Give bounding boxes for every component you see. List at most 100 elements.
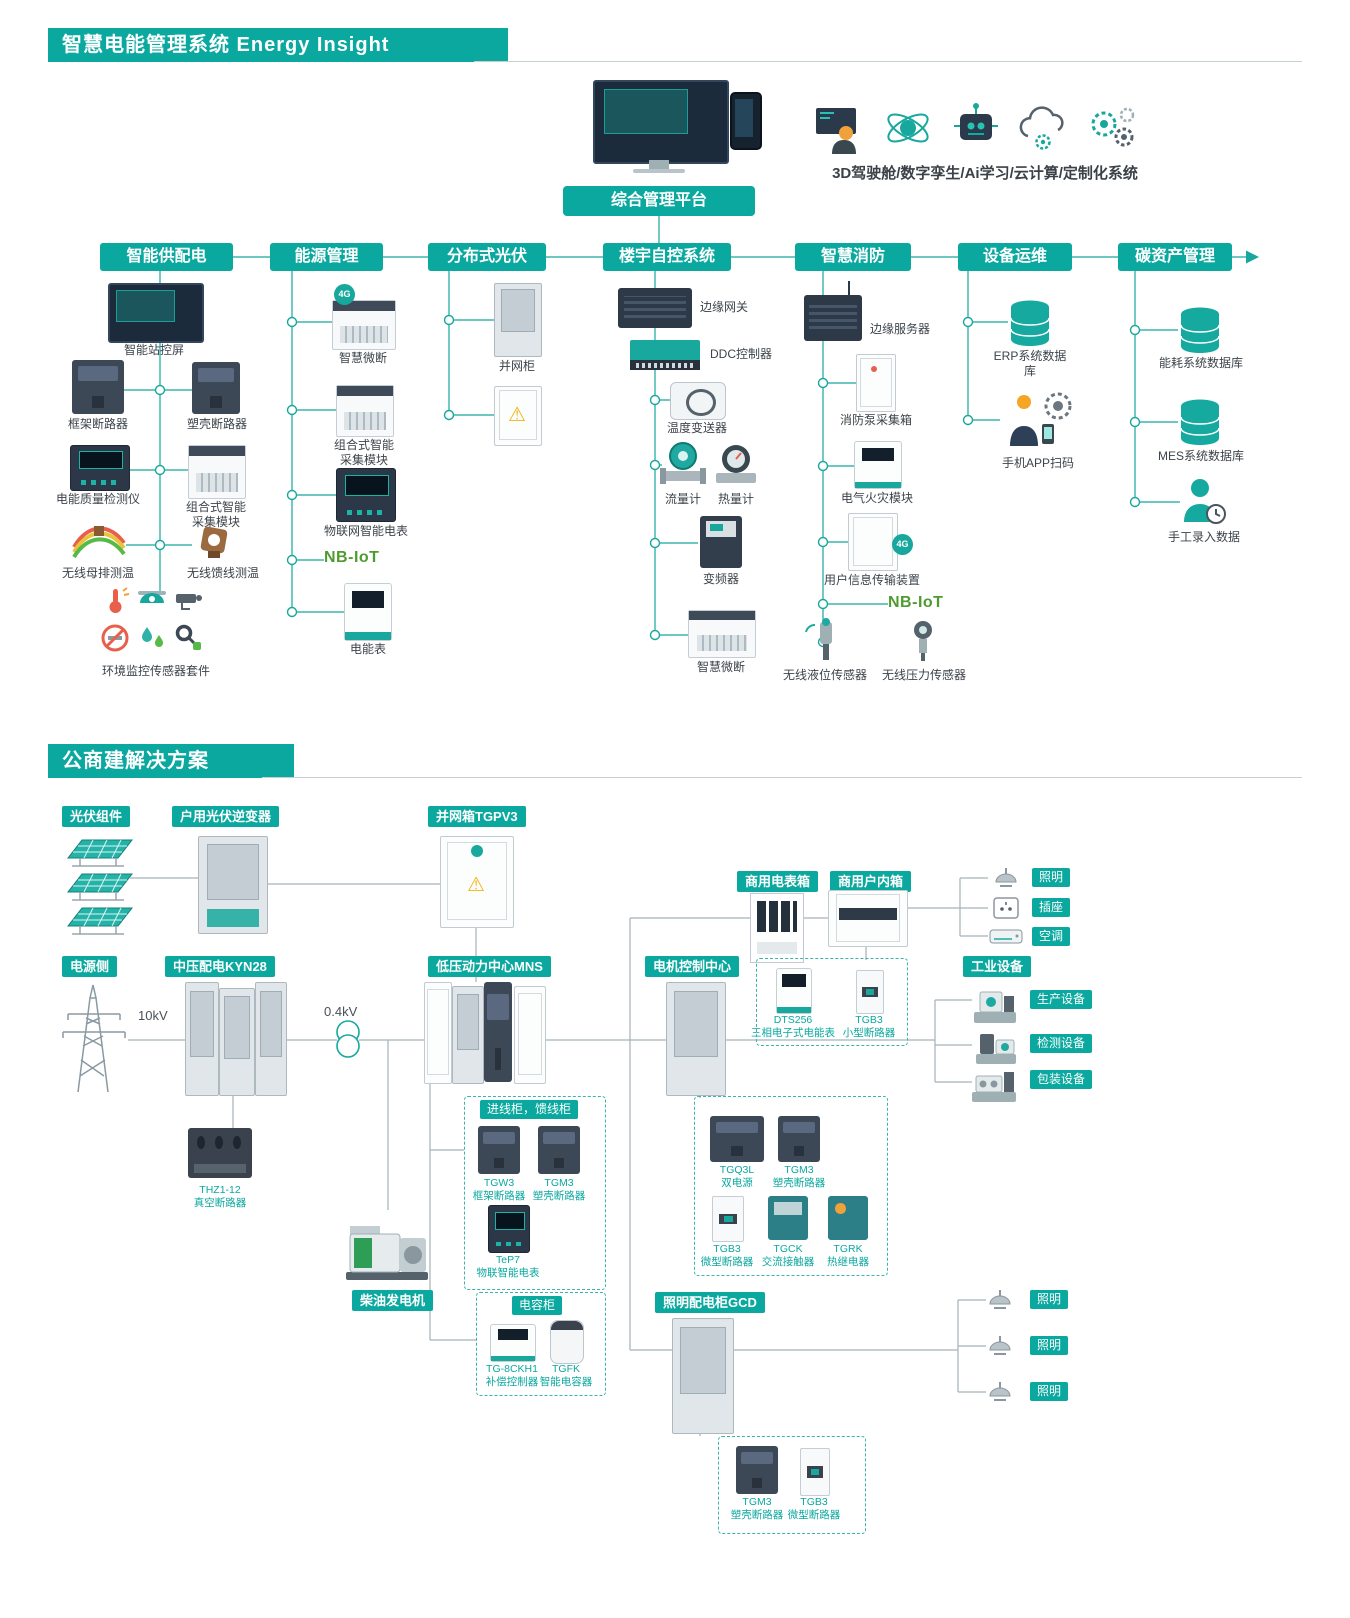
load-testing: 检测设备 — [1030, 1034, 1093, 1053]
tgm3-device — [778, 1116, 820, 1162]
warning-icon: ⚠ — [508, 404, 526, 426]
chip-industrial: 工业设备 — [963, 956, 1032, 977]
item-label: 热量计 — [717, 492, 754, 506]
product-label-tep7: TeP7 物联智能电表 — [464, 1254, 552, 1280]
column-header-fire: 智慧消防 — [795, 243, 911, 271]
product-label-tgb3-micro-a: TGB3 微型断路器 — [683, 1243, 771, 1269]
production-machine-icon — [974, 991, 1016, 1023]
column-header-power-distribution: 智能供配电 — [100, 243, 233, 271]
product-label-tgm3-a: TGM3 塑壳断路器 — [515, 1177, 603, 1203]
divider-line — [474, 61, 1302, 62]
item-label: 无线压力传感器 — [881, 668, 966, 682]
fire-pump-box-device — [856, 354, 896, 412]
acb-device — [72, 360, 124, 414]
transmission-tower-icon — [62, 984, 126, 1093]
smart-mini-breaker-device — [688, 610, 756, 658]
item-label: 并网柜 — [498, 359, 535, 373]
item-label: 组合式智能采集模块 — [333, 438, 394, 467]
load-lighting: 照明 — [1032, 868, 1071, 887]
load-ac: 空调 — [1032, 927, 1071, 946]
phone-screen — [735, 99, 753, 137]
badge-4g: 4G — [892, 534, 913, 555]
mns-panel — [424, 982, 452, 1084]
collector-module-device — [336, 385, 394, 437]
product-model: DTS256 — [773, 1014, 813, 1026]
meter-box-device — [750, 893, 804, 963]
item-label: 消防泵采集箱 — [839, 413, 912, 427]
product-name: 双电源 — [721, 1177, 753, 1189]
product-label-tgb3-micro-b: TGB3 微型断路器 — [770, 1496, 858, 1522]
packaging-machine-icon — [972, 1072, 1016, 1102]
product-label-tgfk: TGFK 智能电容器 — [522, 1363, 610, 1389]
incoming-feeder-box — [464, 1096, 606, 1290]
load-lighting-2: 照明 — [1030, 1336, 1069, 1355]
warning-icon: ⚠ — [467, 874, 485, 896]
load-socket: 插座 — [1032, 898, 1071, 917]
column-header-bas: 楼宇自控系统 — [603, 243, 731, 271]
product-label-tg8ckh1: TG-8CKH1 补偿控制器 — [468, 1363, 556, 1389]
tgq3l-device — [710, 1116, 764, 1162]
key-icon — [175, 624, 201, 650]
column-header-pv: 分布式光伏 — [428, 243, 546, 271]
chip-pv-inverter: 户用光伏逆变器 — [172, 806, 280, 827]
mcc-cabinet — [666, 982, 726, 1096]
station-control-screen-device — [108, 283, 204, 343]
worker-app-scan-icon — [1010, 392, 1072, 446]
item-label: ERP系统数据库 — [993, 349, 1067, 378]
divider-line — [262, 777, 1302, 778]
feeder-temp-clamp-icon — [200, 526, 228, 558]
cloud-computing-icon — [1019, 106, 1064, 150]
badge-4g: 4G — [334, 284, 355, 305]
chip-lv-mns: 低压动力中心MNS — [428, 956, 551, 977]
product-label-dts256: DTS256 三相电子式电能表 — [749, 1014, 837, 1040]
power-quality-device — [70, 445, 130, 491]
product-model: TeP7 — [496, 1254, 520, 1266]
fire-module-device — [854, 441, 902, 489]
chip-capacitor: 电容柜 — [512, 1296, 563, 1315]
mns-panel — [514, 986, 546, 1084]
ac-unit-icon — [989, 929, 1023, 944]
kyn28-cabinet — [185, 982, 219, 1096]
flow-meter-icon — [660, 442, 706, 484]
tgb3-micro-device — [800, 1448, 830, 1496]
product-name: 智能电容器 — [539, 1376, 593, 1388]
column-header-om: 设备运维 — [958, 243, 1072, 271]
tgm3-device — [538, 1126, 580, 1174]
person-entry-icon — [1184, 479, 1226, 524]
cctv-icon — [176, 594, 202, 610]
inverter-panel — [207, 909, 259, 927]
env-sensor-kit — [100, 586, 220, 653]
nbiot-logo: NB-IoT — [324, 549, 380, 566]
tgb3-micro-device — [712, 1196, 744, 1242]
meter-products-box — [756, 958, 908, 1046]
item-label: MES系统数据库 — [1157, 449, 1244, 463]
chip-mv-kyn28: 中压配电KYN28 — [165, 956, 275, 977]
product-name: 补偿控制器 — [485, 1376, 539, 1388]
tgrk-device — [828, 1196, 868, 1240]
product-label-thz: THZ1-12 真空断路器 — [176, 1184, 264, 1210]
product-name: 三相电子式电能表 — [751, 1027, 835, 1039]
item-label: 手机APP扫码 — [1001, 456, 1074, 470]
product-name: 交流接触器 — [761, 1256, 815, 1268]
database-icon — [1180, 399, 1220, 445]
tgfk-device — [550, 1320, 584, 1364]
product-model: TGB3 — [800, 1496, 828, 1508]
item-label: 能耗系统数据库 — [1158, 356, 1243, 370]
product-label-tgm3-b: TGM3 塑壳断路器 — [755, 1164, 843, 1190]
chip-power-side: 电源侧 — [62, 956, 118, 977]
product-model: TGB3 — [713, 1243, 741, 1255]
chip-mcc: 电机控制中心 — [645, 956, 740, 977]
item-label: 电气火灾模块 — [840, 491, 913, 505]
gcd-products-box — [718, 1436, 866, 1534]
item-label: 边缘服务器 — [870, 322, 931, 336]
load-lighting-1: 照明 — [1030, 1290, 1069, 1309]
monitor-stand — [649, 160, 669, 169]
lamp-icon — [995, 868, 1017, 887]
tgck-device — [768, 1196, 808, 1240]
load-production: 生产设备 — [1030, 990, 1093, 1009]
thermometer-icon — [109, 587, 130, 613]
item-label: 无线液位传感器 — [782, 668, 867, 682]
vfd-device — [700, 516, 742, 568]
chip-incoming-feeder: 进线柜，馈线柜 — [480, 1100, 579, 1119]
product-name: 塑壳断路器 — [532, 1190, 586, 1202]
